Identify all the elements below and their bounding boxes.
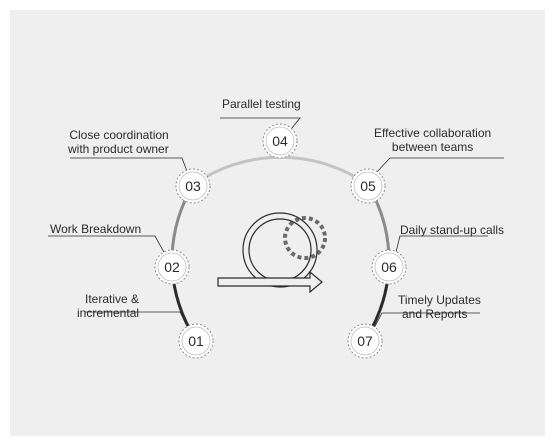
leader-line-04: [220, 117, 301, 129]
step-label-02: Work Breakdown: [50, 222, 142, 236]
agile-arc-diagram: 01 02 03 04 05 06 07: [48, 117, 504, 359]
step-label-01: Iterative &incremental: [77, 292, 140, 320]
diagram-canvas: 01 02 03 04 05 06 07 Iterative &incremental Wo…: [10, 10, 545, 436]
step-circle-04: 04: [262, 123, 298, 159]
step-number: 05: [360, 178, 376, 194]
leader-line-05: [374, 157, 504, 175]
step-circle-inner: [374, 252, 404, 282]
step-number: 07: [357, 333, 373, 349]
leader-line-01: [85, 311, 191, 333]
step-circle-05: 05: [350, 168, 386, 204]
agile-cycle-gear-arrow-icon: [217, 212, 327, 294]
step-circle-06: 06: [371, 249, 407, 285]
step-circle-inner: [265, 126, 295, 156]
step-circle-inner: [157, 252, 187, 282]
step-circle-02: 02: [154, 249, 190, 285]
leader-line-06: [394, 235, 488, 257]
step-circle-07: 07: [347, 323, 383, 359]
leader-line-07: [371, 312, 480, 333]
step-label-06: Daily stand-up calls: [400, 223, 505, 237]
step-number: 03: [185, 178, 201, 194]
step-number: 01: [188, 333, 204, 349]
step-number: 04: [272, 133, 288, 149]
step-number: 06: [381, 259, 397, 275]
step-circle-03: 03: [175, 168, 211, 204]
leader-line-03: [70, 157, 189, 175]
step-label-04: Parallel testing: [222, 97, 301, 111]
arc-segment-top-light: [192, 155, 369, 187]
step-circle-inner: [350, 326, 380, 356]
step-circle-inner: [178, 171, 208, 201]
step-circle-inner: [353, 171, 383, 201]
step-circle-01: 01: [178, 323, 214, 359]
step-number: 02: [164, 259, 180, 275]
leader-line-02: [48, 235, 167, 257]
step-circle-inner: [181, 326, 211, 356]
